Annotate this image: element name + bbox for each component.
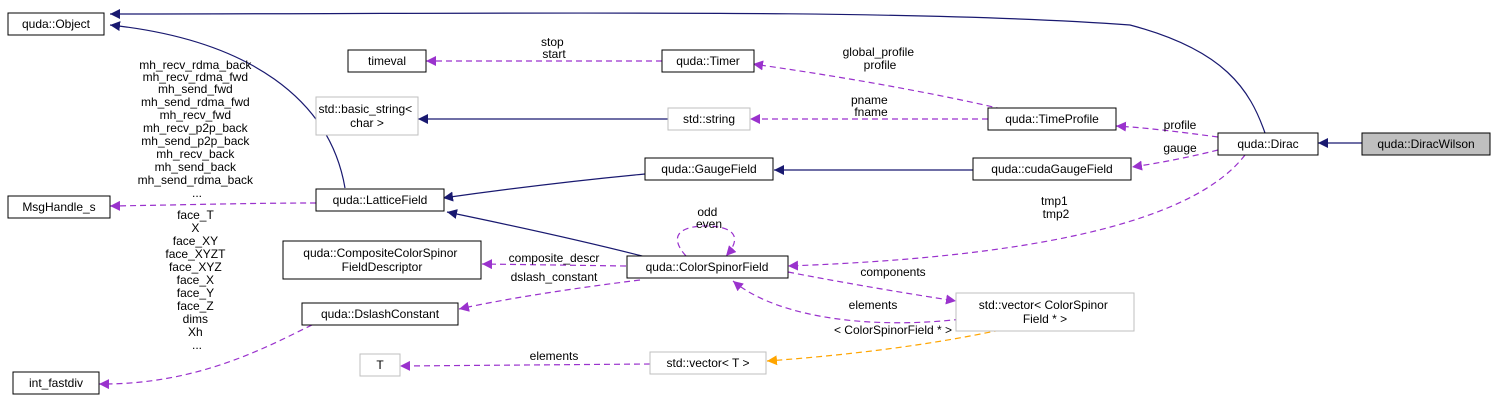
edge-csf-latticefield: [446, 209, 651, 259]
label-csf-composite: composite_descr: [509, 251, 600, 265]
node-quda-colorspinorfield[interactable]: quda::ColorSpinorField: [626, 255, 789, 279]
svg-text:MsgHandle_s: MsgHandle_s: [22, 200, 95, 214]
node-std-string[interactable]: std::string: [667, 107, 751, 131]
edge-dirac-cudagauge: [1131, 149, 1219, 171]
node-quda-timeprofile[interactable]: quda::TimeProfile: [987, 107, 1117, 131]
node-quda-timer[interactable]: quda::Timer: [661, 49, 755, 73]
node-quda-object[interactable]: quda::Object: [7, 12, 105, 36]
svg-text:std::vector< T >: std::vector< T >: [667, 356, 750, 370]
svg-text:quda::GaugeField: quda::GaugeField: [661, 162, 756, 176]
label-dslash-intfastdiv: face_T X face_XY face_XYZT face_XYZ face…: [165, 208, 228, 352]
svg-text:std::vector< ColorSpinor: std::vector< ColorSpinor Field * >: [979, 298, 1111, 326]
svg-text:quda::cudaGaugeField: quda::cudaGaugeField: [991, 162, 1112, 176]
edges: [98, 8, 1362, 390]
svg-text:quda::CompositeColorSpinor: quda::CompositeColorSpinor FieldDescript…: [303, 246, 460, 274]
node-quda-compositecolorspinorfielddescriptor[interactable]: quda::CompositeColorSpinor FieldDescript…: [282, 240, 482, 280]
edge-csf-vectorcsf: [787, 271, 957, 305]
label-latticefield-msghandle: mh_recv_rdma_back mh_recv_rdma_fwd mh_se…: [138, 58, 257, 200]
label-csf-vectorcsf: components: [860, 265, 925, 279]
edge-csf-composite: [481, 259, 627, 270]
edge-latticefield-msghandle: [109, 200, 317, 211]
label-timer-timeval: stop start: [541, 35, 567, 61]
label-csf-self: odd even: [696, 205, 722, 231]
node-std-basic-string[interactable]: std::basic_string< char >: [315, 96, 419, 136]
svg-text:quda::DiracWilson: quda::DiracWilson: [1377, 137, 1474, 151]
node-int-fastdiv[interactable]: int_fastdiv: [12, 371, 100, 395]
node-quda-cudagaugefield[interactable]: quda::cudaGaugeField: [972, 157, 1132, 181]
label-vectorcsf-csf: elements: [849, 298, 898, 312]
label-timeprofile-string: pname fname: [851, 93, 891, 119]
edge-vectorT-T: [399, 360, 651, 371]
node-std-vector-T[interactable]: std::vector< T >: [649, 351, 767, 375]
svg-text:quda::DslashConstant: quda::DslashConstant: [321, 307, 440, 321]
label-timeprofile-timer: global_profile profile: [843, 45, 918, 72]
svg-text:quda::TimeProfile: quda::TimeProfile: [1005, 112, 1099, 126]
svg-text:T: T: [376, 358, 384, 372]
svg-text:quda::Timer: quda::Timer: [676, 54, 740, 68]
edge-timeprofile-timer: [752, 60, 1003, 110]
edge-vectorcsf-csf: [732, 280, 971, 324]
label-vectorT-T: elements: [530, 349, 579, 363]
label-csf-dslash: dslash_constant: [511, 270, 598, 284]
edge-csf-self: [676, 225, 737, 257]
svg-text:quda::Object: quda::Object: [22, 17, 91, 31]
svg-text:std::basic_string< cha: std::basic_string< char >: [318, 102, 415, 130]
node-quda-latticefield[interactable]: quda::LatticeField: [315, 188, 445, 212]
label-dirac-cudagauge: gauge: [1163, 141, 1197, 155]
edge-csf-dslash: [458, 279, 641, 312]
edge-dirac-object: [109, 8, 1266, 134]
edge-dirac-csf: [787, 154, 1246, 271]
svg-text:quda::Dirac: quda::Dirac: [1237, 137, 1298, 151]
node-quda-gaugefield[interactable]: quda::GaugeField: [644, 157, 774, 181]
svg-text:quda::LatticeField: quda::LatticeField: [333, 193, 428, 207]
node-msghandle-s[interactable]: MsgHandle_s: [7, 195, 111, 219]
node-timeval[interactable]: timeval: [347, 49, 427, 73]
edge-vectorcsf-vectorT: [766, 329, 1001, 366]
svg-text:timeval: timeval: [368, 54, 406, 68]
edge-labels: stop start global_profile profile pname …: [138, 35, 1197, 363]
node-T[interactable]: T: [359, 353, 401, 377]
svg-text:quda::ColorSpinorField: quda::ColorSpinorField: [646, 260, 769, 274]
node-quda-dirac[interactable]: quda::Dirac: [1217, 132, 1319, 156]
label-dirac-timeprofile: profile: [1164, 118, 1197, 132]
node-std-vector-colorspinorfield[interactable]: std::vector< ColorSpinor Field * >: [955, 292, 1135, 332]
label-vectorcsf-vectorT: < ColorSpinorField * >: [834, 323, 952, 337]
edge-dslash-intfastdiv: [98, 324, 313, 390]
label-dirac-csf: tmp1 tmp2: [1041, 194, 1071, 221]
node-quda-dslashconstant[interactable]: quda::DslashConstant: [301, 302, 459, 326]
node-quda-diracwilson[interactable]: quda::DiracWilson: [1361, 132, 1491, 156]
edge-latticefield-object: [109, 21, 346, 189]
edge-gaugefield-latticefield: [442, 173, 646, 202]
svg-text:std::string: std::string: [683, 112, 735, 126]
nodes: quda::Object timeval quda::Timer std::ba…: [7, 12, 1491, 395]
edge-dirac-timeprofile: [1115, 121, 1219, 138]
svg-text:int_fastdiv: int_fastdiv: [29, 376, 83, 390]
